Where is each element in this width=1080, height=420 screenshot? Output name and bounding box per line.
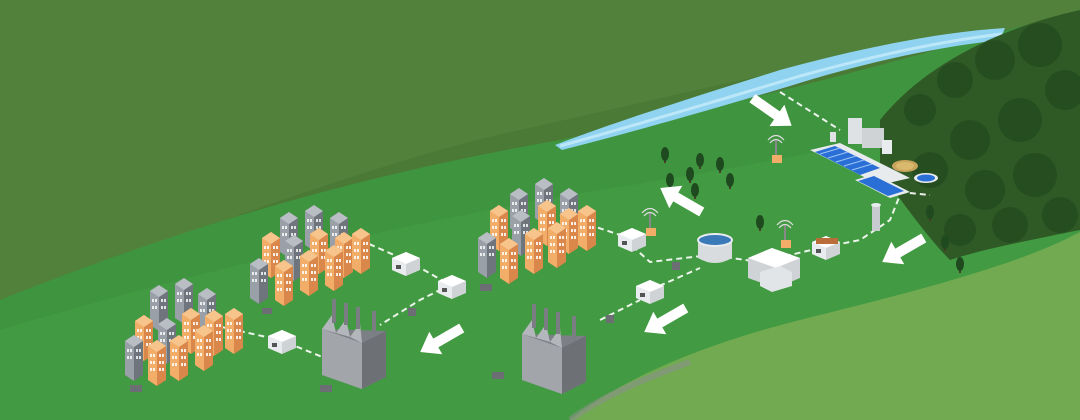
river [555, 28, 1005, 150]
forest-texture [904, 23, 1080, 246]
river-highlight [559, 32, 1003, 148]
water-treatment-plant-icon [810, 118, 938, 231]
foreground-hill [570, 232, 1080, 420]
valve-boxes [130, 262, 680, 392]
far-hill-top [0, 0, 1080, 300]
hill-rock-edge [568, 359, 692, 420]
water-tank-icon [697, 233, 733, 263]
pumping-station [748, 236, 840, 292]
